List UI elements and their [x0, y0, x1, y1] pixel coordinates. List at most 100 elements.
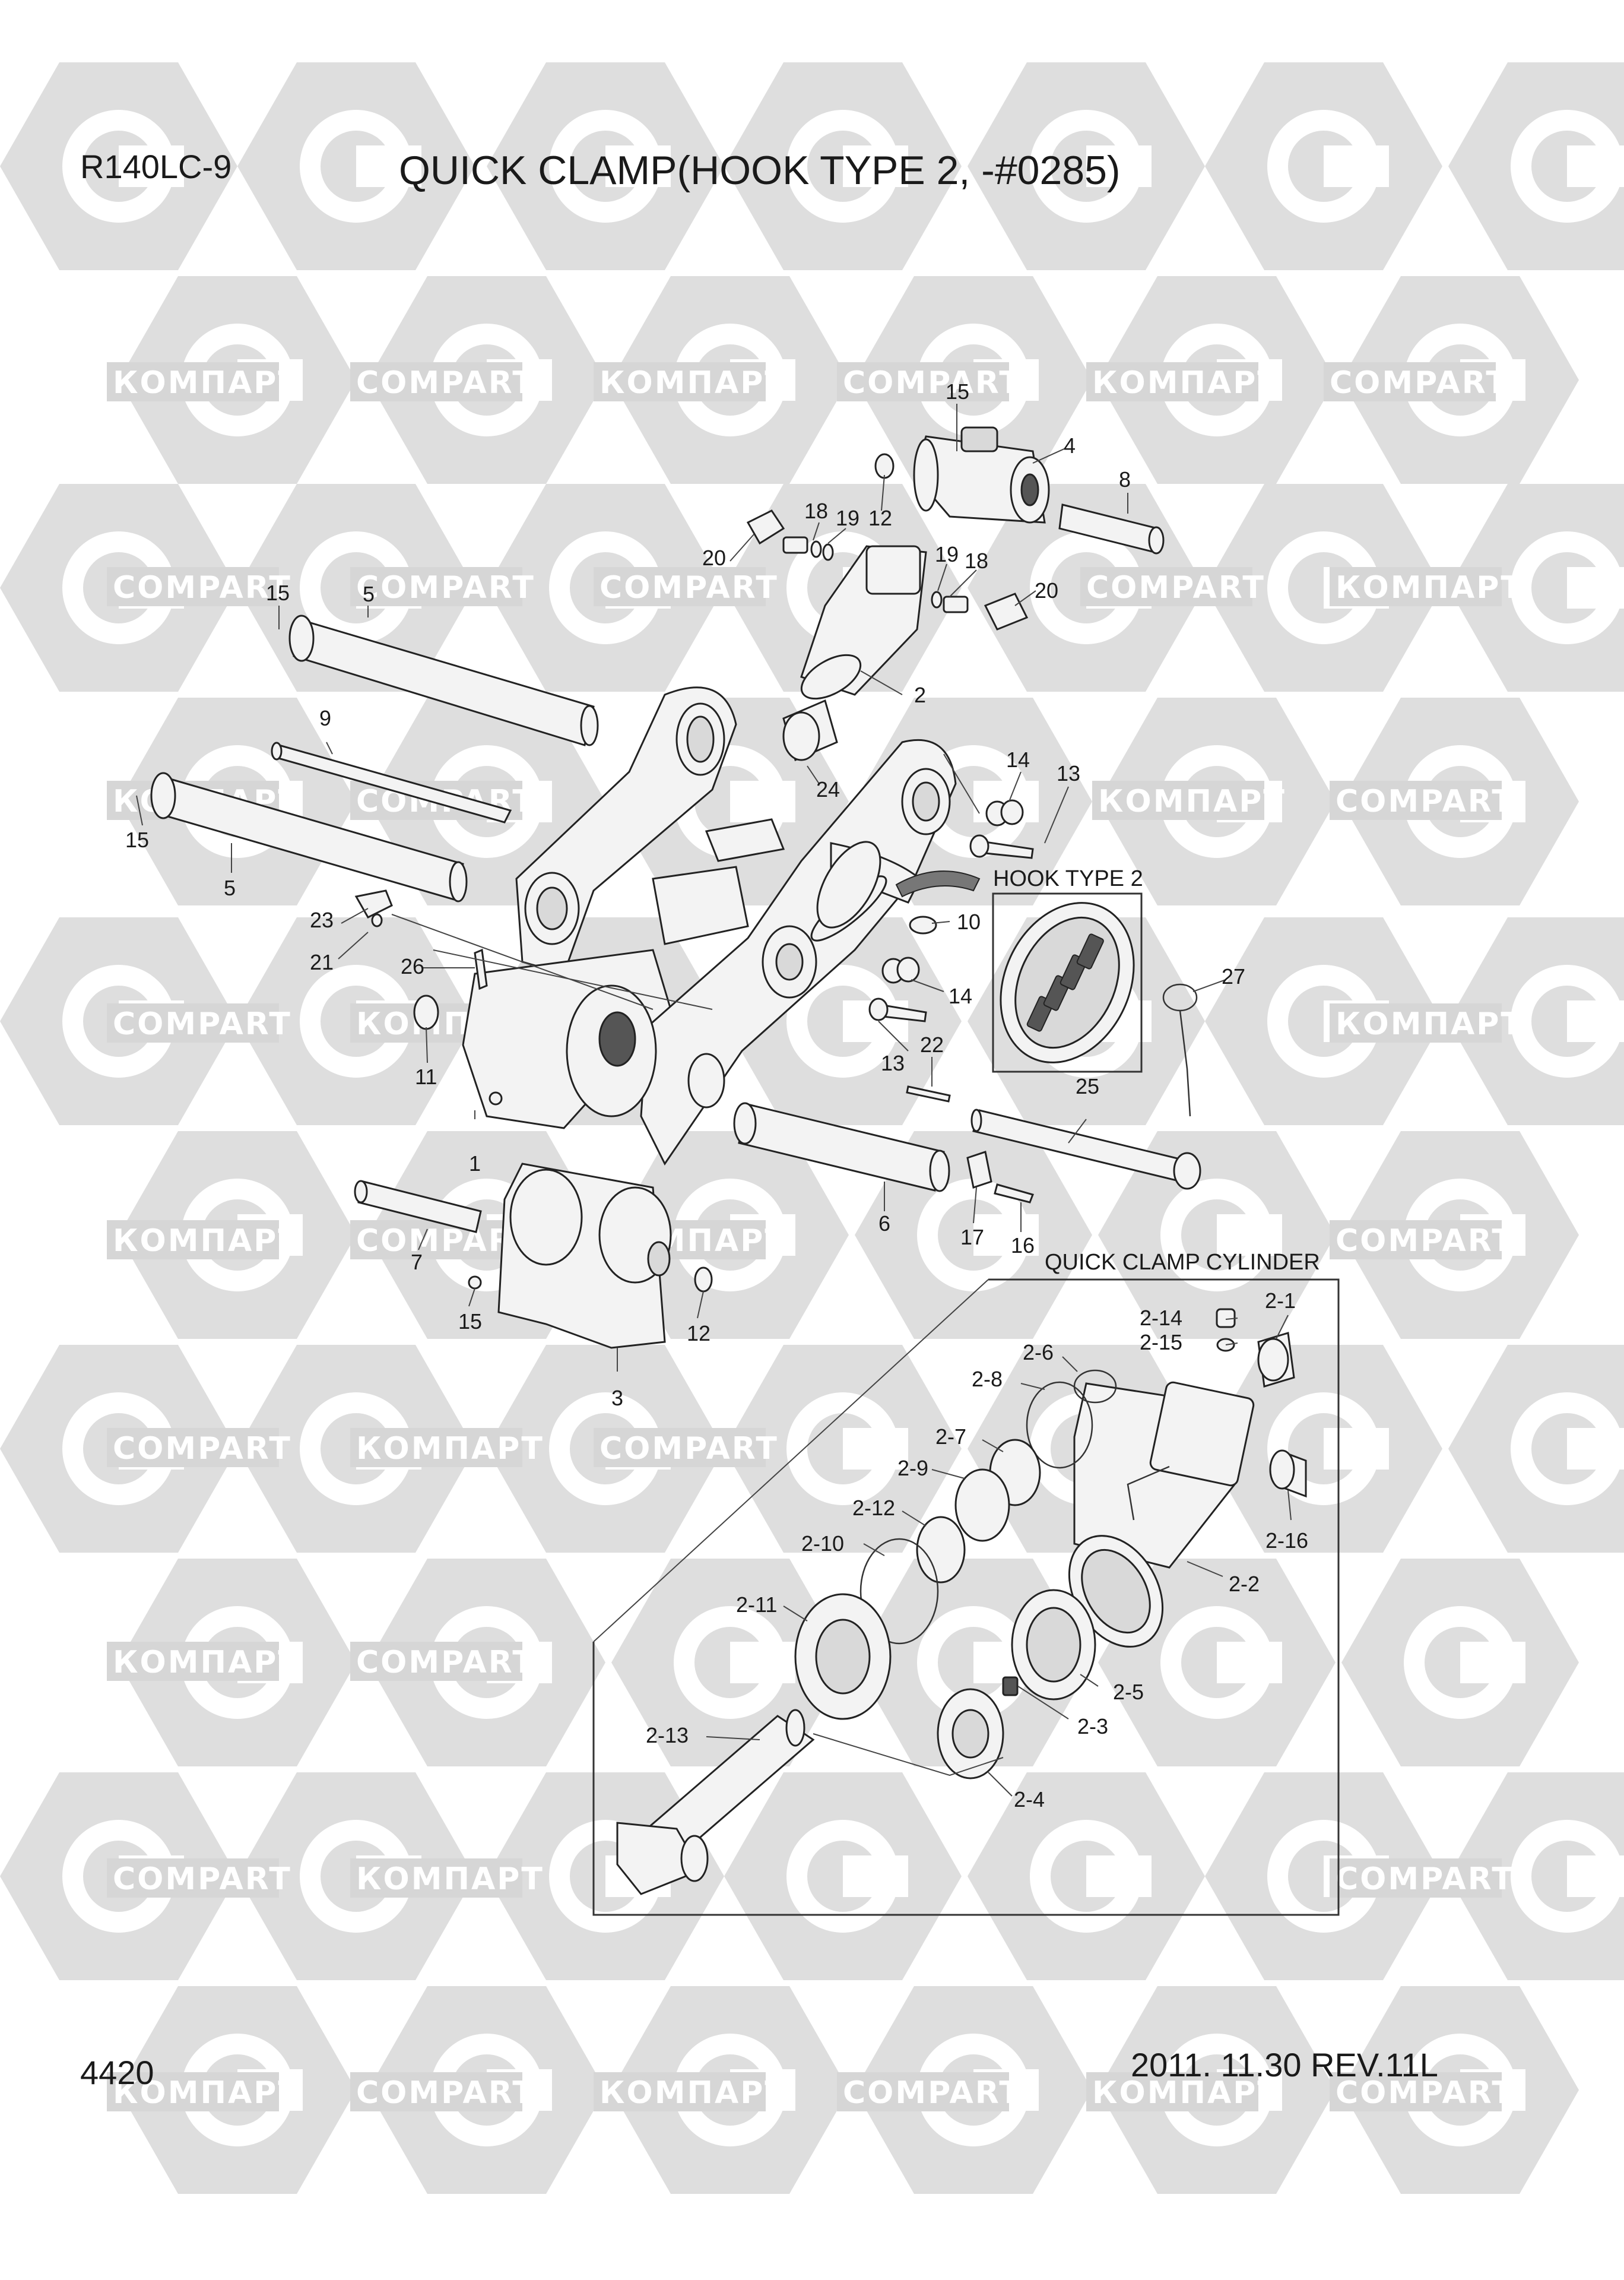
part-2-16-bushing	[1269, 1449, 1307, 1498]
callout: 21	[310, 950, 334, 974]
svg-text:COMPART: COMPART	[843, 365, 1022, 401]
leader-lines	[136, 404, 1226, 1372]
part-5-lower-pin	[150, 772, 468, 902]
cylinder-label: QUICK CLAMP CYLINDER	[1045, 1250, 1320, 1275]
callout: 24	[816, 777, 840, 802]
part-2-5-piston	[1011, 1589, 1096, 1700]
model-code: R140LC-9	[80, 148, 231, 185]
svg-text:КОМПАРТ: КОМПАРТ	[356, 1861, 544, 1897]
svg-text:COMPART: COMPART	[600, 1431, 779, 1467]
part-6-pin	[733, 1102, 950, 1192]
assembly-line	[813, 1733, 1004, 1776]
part-18-19-20-fittings	[746, 509, 1029, 631]
callout: 14	[949, 984, 972, 1008]
svg-text:COMPART: COMPART	[356, 1645, 535, 1680]
part-8-pin	[1058, 504, 1165, 555]
part-2-cylinder	[782, 545, 927, 762]
svg-text:КОМПАРТ: КОМПАРТ	[1098, 784, 1286, 819]
callout: 15	[946, 379, 969, 404]
callout: 25	[1076, 1074, 1099, 1098]
callout: 10	[957, 910, 981, 934]
svg-text:COMPART: COMPART	[113, 1006, 292, 1042]
svg-text:COMPART: COMPART	[356, 365, 535, 401]
svg-text:КОМПАРТ: КОМПАРТ	[600, 2075, 788, 2111]
callout: 22	[920, 1033, 944, 1057]
callout: 2-11	[736, 1592, 777, 1617]
callout: 2-1	[1265, 1288, 1296, 1313]
part-13-14-bolts-nuts	[868, 799, 1034, 1022]
callout-labels: 15 4 8 18 19 12 20 19 18 20 15 5 2 9 24 …	[125, 379, 1308, 1812]
quick-clamp-cylinder-inset: QUICK CLAMP CYLINDER	[592, 1250, 1340, 1916]
svg-text:КОМПАРТ: КОМПАРТ	[600, 365, 788, 401]
callout: 2-3	[1077, 1714, 1108, 1738]
callout: 7	[411, 1250, 423, 1274]
revision-date: 2011. 11.30 REV.11L	[1131, 2046, 1438, 2083]
callout: 2-16	[1265, 1528, 1308, 1553]
part-2-2-cylinder-body	[1068, 1381, 1255, 1648]
callout: 2-10	[801, 1531, 844, 1556]
callout: 19	[935, 542, 959, 566]
part-2-12-ring	[916, 1516, 966, 1584]
callout: 2-5	[1113, 1680, 1144, 1704]
page-number: 4420	[80, 2054, 154, 2091]
callout: 1	[469, 1151, 481, 1176]
part-2-3-set-screw	[1002, 1676, 1019, 1696]
callout: 18	[965, 549, 988, 573]
callout: 2-15	[1140, 1330, 1182, 1354]
svg-text:COMPART: COMPART	[1336, 1861, 1515, 1897]
svg-text:КОМПАРТ: КОМПАРТ	[1336, 570, 1524, 606]
part-2-4-nut	[937, 1688, 1004, 1779]
svg-text:COMPART: COMPART	[600, 570, 779, 606]
svg-text:COMPART: COMPART	[843, 2075, 1022, 2111]
svg-text:КОМПАРТ: КОМПАРТ	[1092, 2075, 1280, 2111]
svg-text:КОМПАРТ: КОМПАРТ	[113, 1223, 301, 1259]
part-16-bolt	[994, 1183, 1034, 1204]
callout: 2	[914, 683, 926, 707]
svg-text:COMPART: COMPART	[113, 1431, 292, 1467]
callout: 19	[836, 506, 859, 530]
callout: 12	[868, 506, 892, 530]
part-27-pull-ring	[1162, 983, 1198, 1117]
svg-text:COMPART: COMPART	[1086, 570, 1265, 606]
callout: 2-9	[897, 1456, 928, 1480]
svg-text:COMPART: COMPART	[1336, 2075, 1515, 2111]
part-9-rod	[271, 742, 512, 824]
callout: 14	[1006, 748, 1030, 772]
callout: 11	[415, 1065, 437, 1089]
callout: 2-7	[935, 1424, 966, 1449]
svg-text:COMPART: COMPART	[1336, 784, 1515, 819]
part-2-11-head	[794, 1593, 892, 1720]
part-2-9-ring	[954, 1468, 1010, 1542]
part-7-pin	[354, 1180, 482, 1233]
part-25-rod	[970, 1109, 1201, 1190]
part-12-snap-ring	[874, 453, 895, 479]
svg-text:COMPART: COMPART	[113, 570, 292, 606]
hook-type-2-inset: HOOK TYPE 2	[816, 841, 1143, 1073]
callout: 2-8	[972, 1367, 1003, 1391]
part-2-10-o-ring	[859, 1538, 939, 1645]
callout: 27	[1222, 964, 1245, 989]
callout: 20	[1035, 578, 1058, 603]
svg-text:COMPART: COMPART	[356, 2075, 535, 2111]
callout: 3	[611, 1386, 623, 1410]
part-17-bracket	[966, 1151, 992, 1189]
callout: 13	[881, 1051, 905, 1075]
svg-text:КОМПАРТ: КОМПАРТ	[356, 1431, 544, 1467]
callout: 6	[878, 1211, 890, 1236]
callout: 2-4	[1014, 1787, 1045, 1812]
callout: 2-12	[852, 1496, 895, 1520]
callout: 2-2	[1229, 1572, 1260, 1596]
part-5-upper-pin	[288, 615, 599, 746]
callout: 18	[804, 499, 828, 523]
assembly-lines	[391, 753, 980, 1010]
part-4-hook-block	[913, 426, 1050, 524]
callout: 5	[224, 876, 236, 900]
svg-text:COMPART: COMPART	[1330, 365, 1509, 401]
part-3-hook	[468, 1163, 713, 1349]
callout: 15	[125, 828, 149, 852]
callout: 26	[401, 954, 424, 978]
svg-text:COMPART: COMPART	[113, 1861, 292, 1897]
svg-text:COMPART: COMPART	[1336, 1223, 1515, 1259]
page-title: QUICK CLAMP(HOOK TYPE 2, -#0285)	[399, 148, 1121, 193]
callout: 8	[1119, 467, 1131, 492]
